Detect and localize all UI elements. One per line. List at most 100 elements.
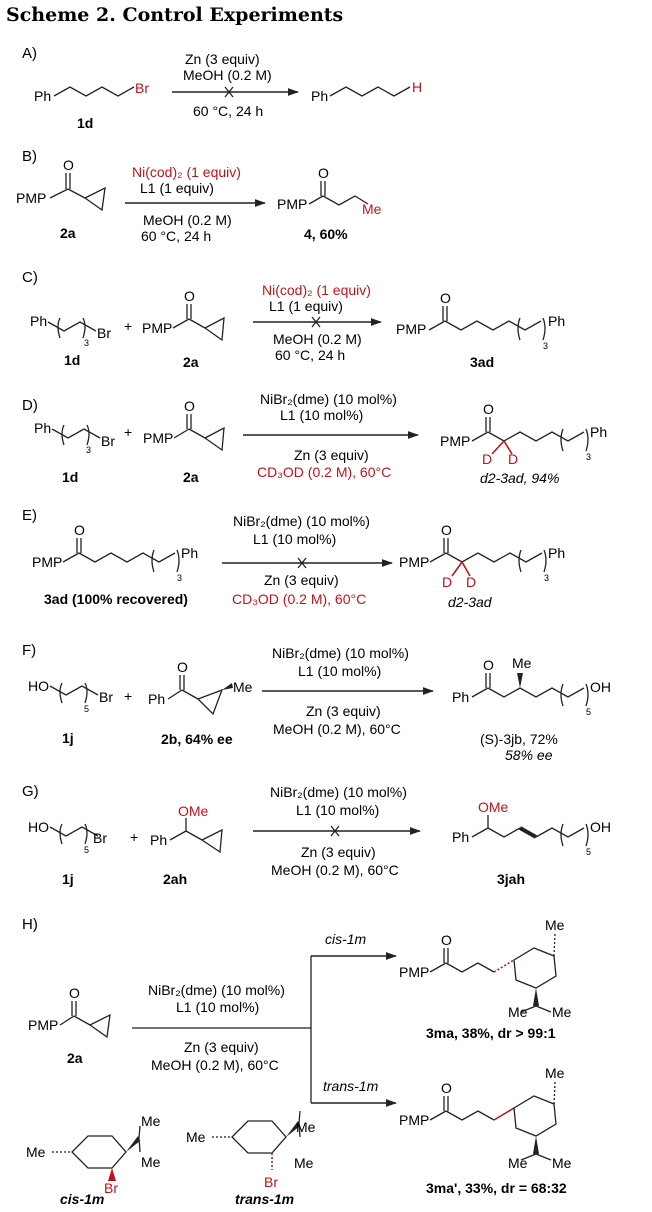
panel-h-pmp-left: PMP xyxy=(28,1017,58,1033)
panel-b-o-right: O xyxy=(318,165,329,181)
panel-b-chain xyxy=(322,195,369,206)
panel-g-ph-left: Ph xyxy=(150,832,167,848)
panel-e-ligand: L1 (10 mol%) xyxy=(253,531,336,547)
panel-a-cond-1: Zn (3 equiv) xyxy=(185,51,260,67)
panel-g-solvent: MeOH (0.2 M), 60°C xyxy=(271,862,399,878)
panel-g-chain-left xyxy=(49,826,99,837)
panel-h-br-wedge-cis xyxy=(108,1168,116,1181)
panel-g-ome-left: OMe xyxy=(178,803,209,819)
panel-h: H) PMP O 2a NiBr₂(dme) (10 mol%) L1 (10 … xyxy=(22,916,572,1207)
bond-cd-left xyxy=(451,561,463,577)
panel-f-prod-2: 58% ee xyxy=(505,747,553,763)
bond xyxy=(188,428,206,439)
panel-h-trans-label: trans-1m xyxy=(235,1191,294,1207)
bond xyxy=(172,318,190,329)
panel-g-bracket-left xyxy=(59,823,88,845)
panel-f-label: F) xyxy=(22,642,36,659)
panel-h-ring-trans xyxy=(231,1120,287,1154)
panel-d: D) Ph 3 Br + PMP O 1d 2a NiBr₂(dme) (10 … xyxy=(22,391,607,486)
panel-e-sm-label: 3ad (100% recovered) xyxy=(44,591,188,607)
panel-f-cat: NiBr₂(dme) (10 mol%) xyxy=(272,645,409,661)
panel-e-ph-left: Ph xyxy=(181,545,198,561)
panel-h-me-top-1: Me xyxy=(545,917,565,933)
panel-e-label: E) xyxy=(22,507,37,524)
panel-f-o-left: O xyxy=(177,659,188,675)
panel-f-oh: OH xyxy=(590,679,611,695)
panel-h-me-trans-2: Me xyxy=(296,1119,316,1135)
panel-h-me-cis-2: Me xyxy=(141,1113,161,1129)
panel-h-ring-bottom xyxy=(513,1095,557,1137)
panel-a-h: H xyxy=(412,79,422,95)
bond xyxy=(49,188,69,199)
bond-ring-methyl xyxy=(553,933,556,957)
panel-d-sm1-label: 1d xyxy=(62,469,78,485)
panel-e-d-right: D xyxy=(466,574,476,590)
panel-h-branch-1: cis-1m xyxy=(325,931,367,947)
panel-c-chain-right xyxy=(444,320,542,331)
panel-c-o-right: O xyxy=(440,290,451,306)
panel-f-o-right: O xyxy=(483,657,494,673)
panel-h-chain-top xyxy=(445,962,495,973)
panel-d-d-left: D xyxy=(482,451,492,467)
panel-h-ipr-wedge-top xyxy=(533,988,539,1006)
panel-b-cat: Ni(cod)₂ (1 equiv) xyxy=(132,164,241,180)
panel-b-o-left: O xyxy=(63,157,74,173)
panel-a-chain-right xyxy=(329,86,411,97)
panel-h-me-bottom-2: Me xyxy=(508,1155,528,1171)
panel-g-oh: OH xyxy=(590,819,611,835)
panel-d-br: Br xyxy=(101,433,115,449)
panel-f-chain-right xyxy=(487,687,585,698)
panel-h-ring-top xyxy=(513,947,557,989)
bond xyxy=(59,1015,75,1026)
panel-f-ligand: L1 (10 mol%) xyxy=(298,663,381,679)
panel-b-me: Me xyxy=(362,201,382,217)
bond-cd-right xyxy=(461,561,471,577)
panel-g-ho: HO xyxy=(28,819,49,835)
panel-h-me-top-2: Me xyxy=(508,1004,528,1020)
panel-f-br: Br xyxy=(99,689,113,705)
panel-c-bracket-left xyxy=(57,317,86,339)
panel-g-ligand: L1 (10 mol%) xyxy=(296,802,379,818)
panel-a: A) Ph Br 1d Zn (3 equiv) MeOH (0.2 M) 60… xyxy=(22,45,422,131)
panel-h-reductant: Zn (3 equiv) xyxy=(184,1039,259,1055)
panel-c-blocked-x xyxy=(311,316,321,328)
panel-c-sm1-label: 1d xyxy=(64,352,80,368)
panel-d-chain-right xyxy=(487,431,585,442)
bond xyxy=(188,318,206,329)
panel-c-temp: 60 °C, 24 h xyxy=(275,347,345,363)
panel-g-bracket-right xyxy=(560,823,589,847)
panel-f-me-left: Me xyxy=(233,679,253,695)
panel-c-plus: + xyxy=(124,318,132,334)
bond xyxy=(298,1110,301,1124)
panel-e-n-right: 3 xyxy=(544,573,549,583)
panel-c-ph-left: Ph xyxy=(30,313,47,329)
panel-g-ph-right: Ph xyxy=(452,829,469,845)
panel-b-pmp-right: PMP xyxy=(277,196,307,212)
panel-h-ligand: L1 (10 mol%) xyxy=(176,999,259,1015)
panel-b-cyclopropane xyxy=(83,186,106,212)
panel-e-reductant: Zn (3 equiv) xyxy=(264,572,339,588)
bond xyxy=(428,320,446,331)
panel-d-cyclopropane xyxy=(203,426,225,452)
panel-e-blocked-x xyxy=(297,557,307,569)
panel-h-br-cis: Br xyxy=(104,1180,118,1196)
panel-b: B) PMP O 2a Ni(cod)₂ (1 equiv) L1 (1 equ… xyxy=(16,148,382,244)
panel-d-pmp-left: PMP xyxy=(143,430,173,446)
panel-e-cat: NiBr₂(dme) (10 mol%) xyxy=(233,513,370,529)
panel-b-label: B) xyxy=(22,148,37,165)
panel-f-reductant: Zn (3 equiv) xyxy=(306,703,381,719)
panel-h-chain-bottom xyxy=(445,1110,495,1121)
panel-f: F) HO 5 Br + Ph O Me 1j 2b, 64% ee NiBr₂… xyxy=(22,642,611,763)
panel-h-ipr-top xyxy=(520,1005,552,1013)
panel-g-br: Br xyxy=(93,830,107,846)
panel-c-br: Br xyxy=(97,325,111,341)
panel-c-solvent: MeOH (0.2 M) xyxy=(273,331,362,347)
panel-d-plus: + xyxy=(124,424,132,440)
panel-f-bracket-left xyxy=(59,682,88,704)
panel-a-cond-3: 60 °C, 24 h xyxy=(193,103,263,119)
panel-b-pmp-left: PMP xyxy=(16,190,46,206)
bond xyxy=(138,1137,141,1153)
panel-d-label: D) xyxy=(22,397,38,414)
bond xyxy=(181,689,199,700)
bond-cd-left xyxy=(491,440,505,455)
